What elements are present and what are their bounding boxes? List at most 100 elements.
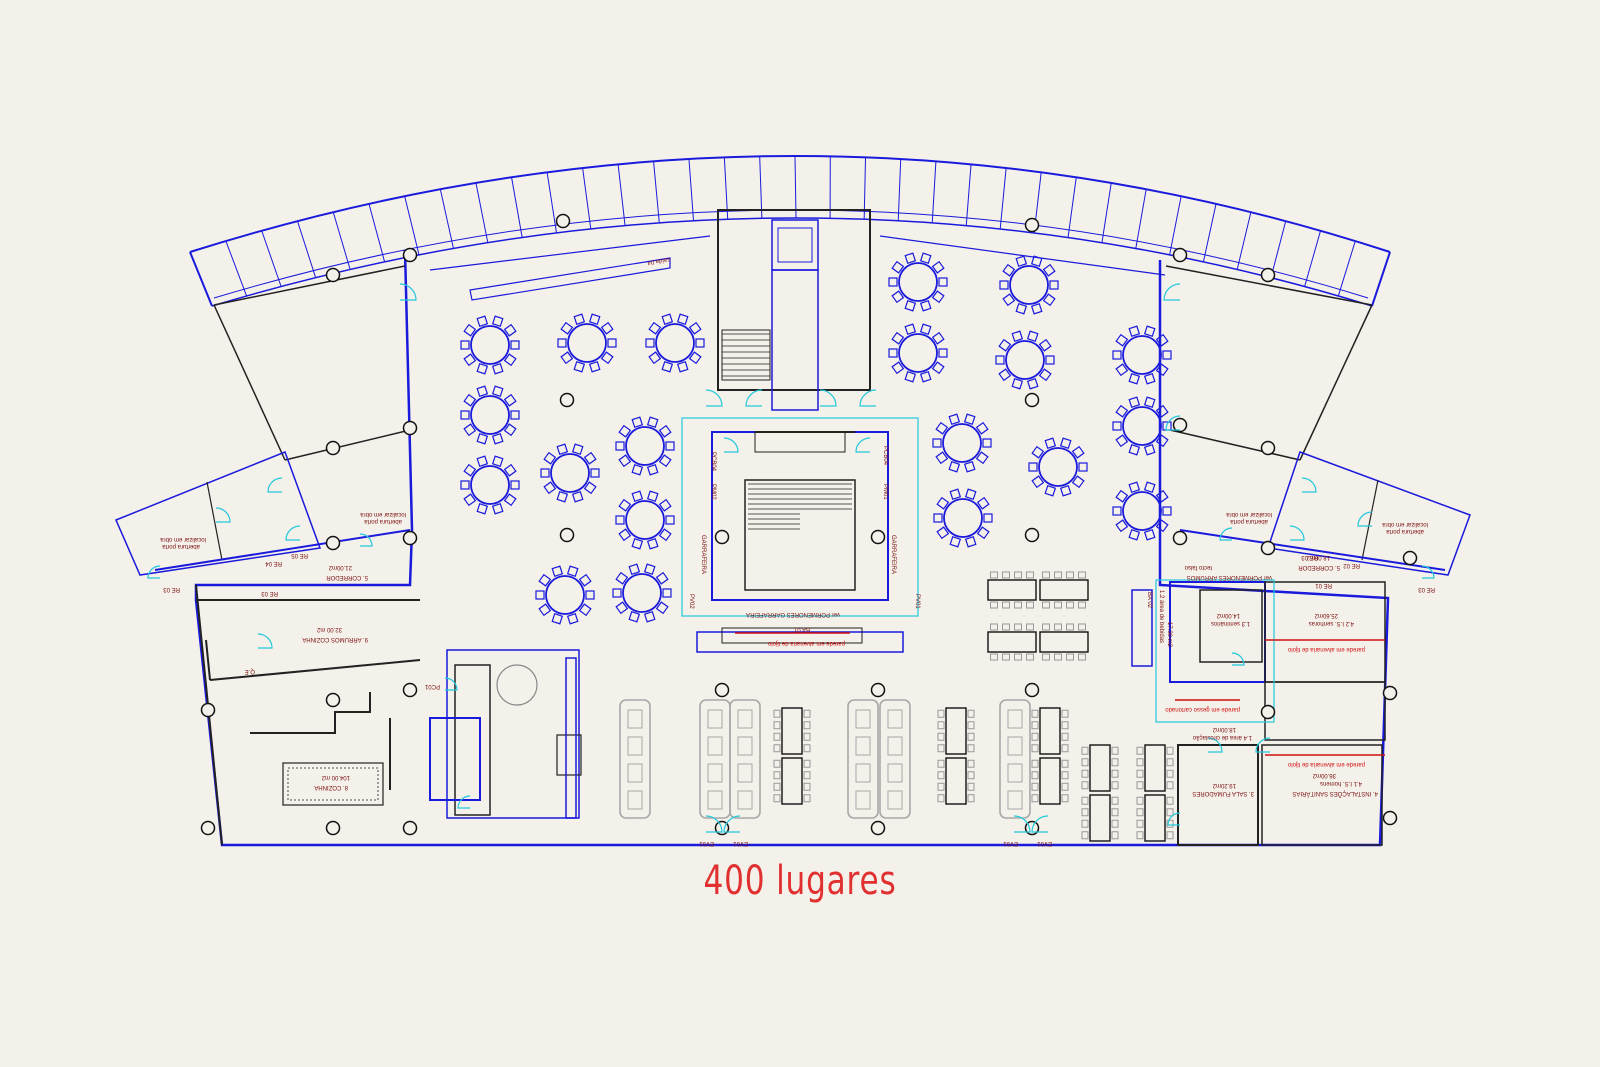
chair	[1155, 434, 1169, 448]
round-table	[645, 313, 705, 373]
facade-mullion	[1202, 203, 1217, 262]
rect-table	[937, 707, 975, 755]
column	[870, 529, 886, 545]
table-top	[545, 575, 585, 615]
table-top	[470, 395, 510, 435]
round-table	[615, 416, 675, 476]
chair	[1031, 721, 1039, 730]
label-re03-right-b: RE 03	[1301, 554, 1318, 560]
columns	[200, 213, 1418, 836]
column	[402, 530, 418, 546]
banquette-seat	[1007, 736, 1023, 756]
label-kitchen-storage-area: 32.00 m2	[316, 626, 342, 632]
chair	[566, 565, 579, 578]
chair	[1162, 506, 1172, 516]
label-corridor-left-area: 21.00m2	[328, 564, 352, 570]
seating-caption: 400 lugares	[703, 858, 897, 904]
chair	[646, 537, 659, 550]
round-table	[535, 565, 595, 625]
chair	[1128, 325, 1141, 338]
chair	[803, 709, 811, 718]
facade-mullion	[723, 157, 729, 220]
column	[1024, 217, 1040, 233]
chair	[931, 260, 945, 274]
facade-mullion	[404, 196, 420, 255]
label-ba01: BA 01	[793, 626, 810, 632]
chair	[655, 601, 669, 615]
round-table	[888, 252, 948, 312]
facade-mullion	[1304, 230, 1321, 287]
chair	[1143, 528, 1156, 541]
facade-mullion	[439, 189, 454, 249]
chair	[1136, 769, 1144, 778]
table-top	[1039, 579, 1089, 601]
chair	[588, 313, 601, 326]
chair	[1011, 330, 1024, 343]
chair	[1111, 796, 1119, 805]
chair	[600, 351, 614, 365]
door-swing	[444, 677, 458, 691]
banquette-seat	[887, 790, 903, 810]
table-top	[1039, 757, 1061, 805]
chair	[1042, 653, 1050, 661]
chair	[937, 771, 945, 780]
banquette-outline	[847, 699, 879, 819]
banquette-seat	[887, 763, 903, 783]
chair	[1078, 462, 1088, 472]
chair	[904, 323, 917, 336]
chair	[1031, 445, 1045, 459]
chair	[631, 416, 644, 429]
label-re05: RE 05	[291, 552, 308, 558]
label-ev01-d: EV01	[1037, 840, 1052, 846]
chair	[543, 481, 557, 495]
chair	[773, 744, 781, 753]
chair	[510, 340, 520, 350]
door-swing	[267, 477, 283, 493]
chair	[463, 493, 477, 507]
chair	[607, 338, 617, 348]
chair	[1014, 571, 1022, 579]
chair	[938, 277, 948, 287]
label-re02: RE 02	[1343, 562, 1360, 568]
label-ies-mulheres: 4.1 I.S. homens	[1320, 780, 1362, 786]
banquette-seat	[887, 709, 903, 729]
label-ba02: BA 02	[1146, 592, 1152, 609]
door-swing	[745, 389, 763, 407]
kitchen-fittings	[250, 649, 582, 819]
chair	[1042, 263, 1056, 277]
chair	[1166, 769, 1174, 778]
table-top	[1122, 406, 1162, 446]
label-re03-left-b: RE 03	[261, 590, 278, 596]
table-top	[470, 465, 510, 505]
chair	[615, 441, 625, 451]
facade-mullion	[511, 177, 523, 238]
banquette-outline	[699, 699, 731, 819]
column	[714, 529, 730, 545]
chair	[888, 277, 898, 287]
round-table	[1028, 437, 1088, 497]
chair	[658, 498, 672, 512]
banquette-seat	[707, 736, 723, 756]
chair	[1166, 781, 1174, 790]
column	[1024, 527, 1040, 543]
chair	[1136, 796, 1144, 805]
chair	[891, 260, 905, 274]
rect-table	[1136, 744, 1174, 792]
column	[200, 820, 216, 836]
door-swing	[1231, 652, 1245, 666]
chair	[551, 612, 564, 625]
chair	[646, 463, 659, 476]
chair	[1066, 601, 1074, 609]
chair	[1031, 732, 1039, 741]
chair	[891, 290, 905, 304]
round-table	[933, 488, 993, 548]
chair	[556, 443, 569, 456]
chair	[888, 348, 898, 358]
chair	[1136, 819, 1144, 828]
chair	[1049, 280, 1059, 290]
chair	[919, 323, 932, 336]
chair	[543, 451, 557, 465]
chair	[463, 393, 477, 407]
table-top	[470, 325, 510, 365]
chair	[1042, 601, 1050, 609]
